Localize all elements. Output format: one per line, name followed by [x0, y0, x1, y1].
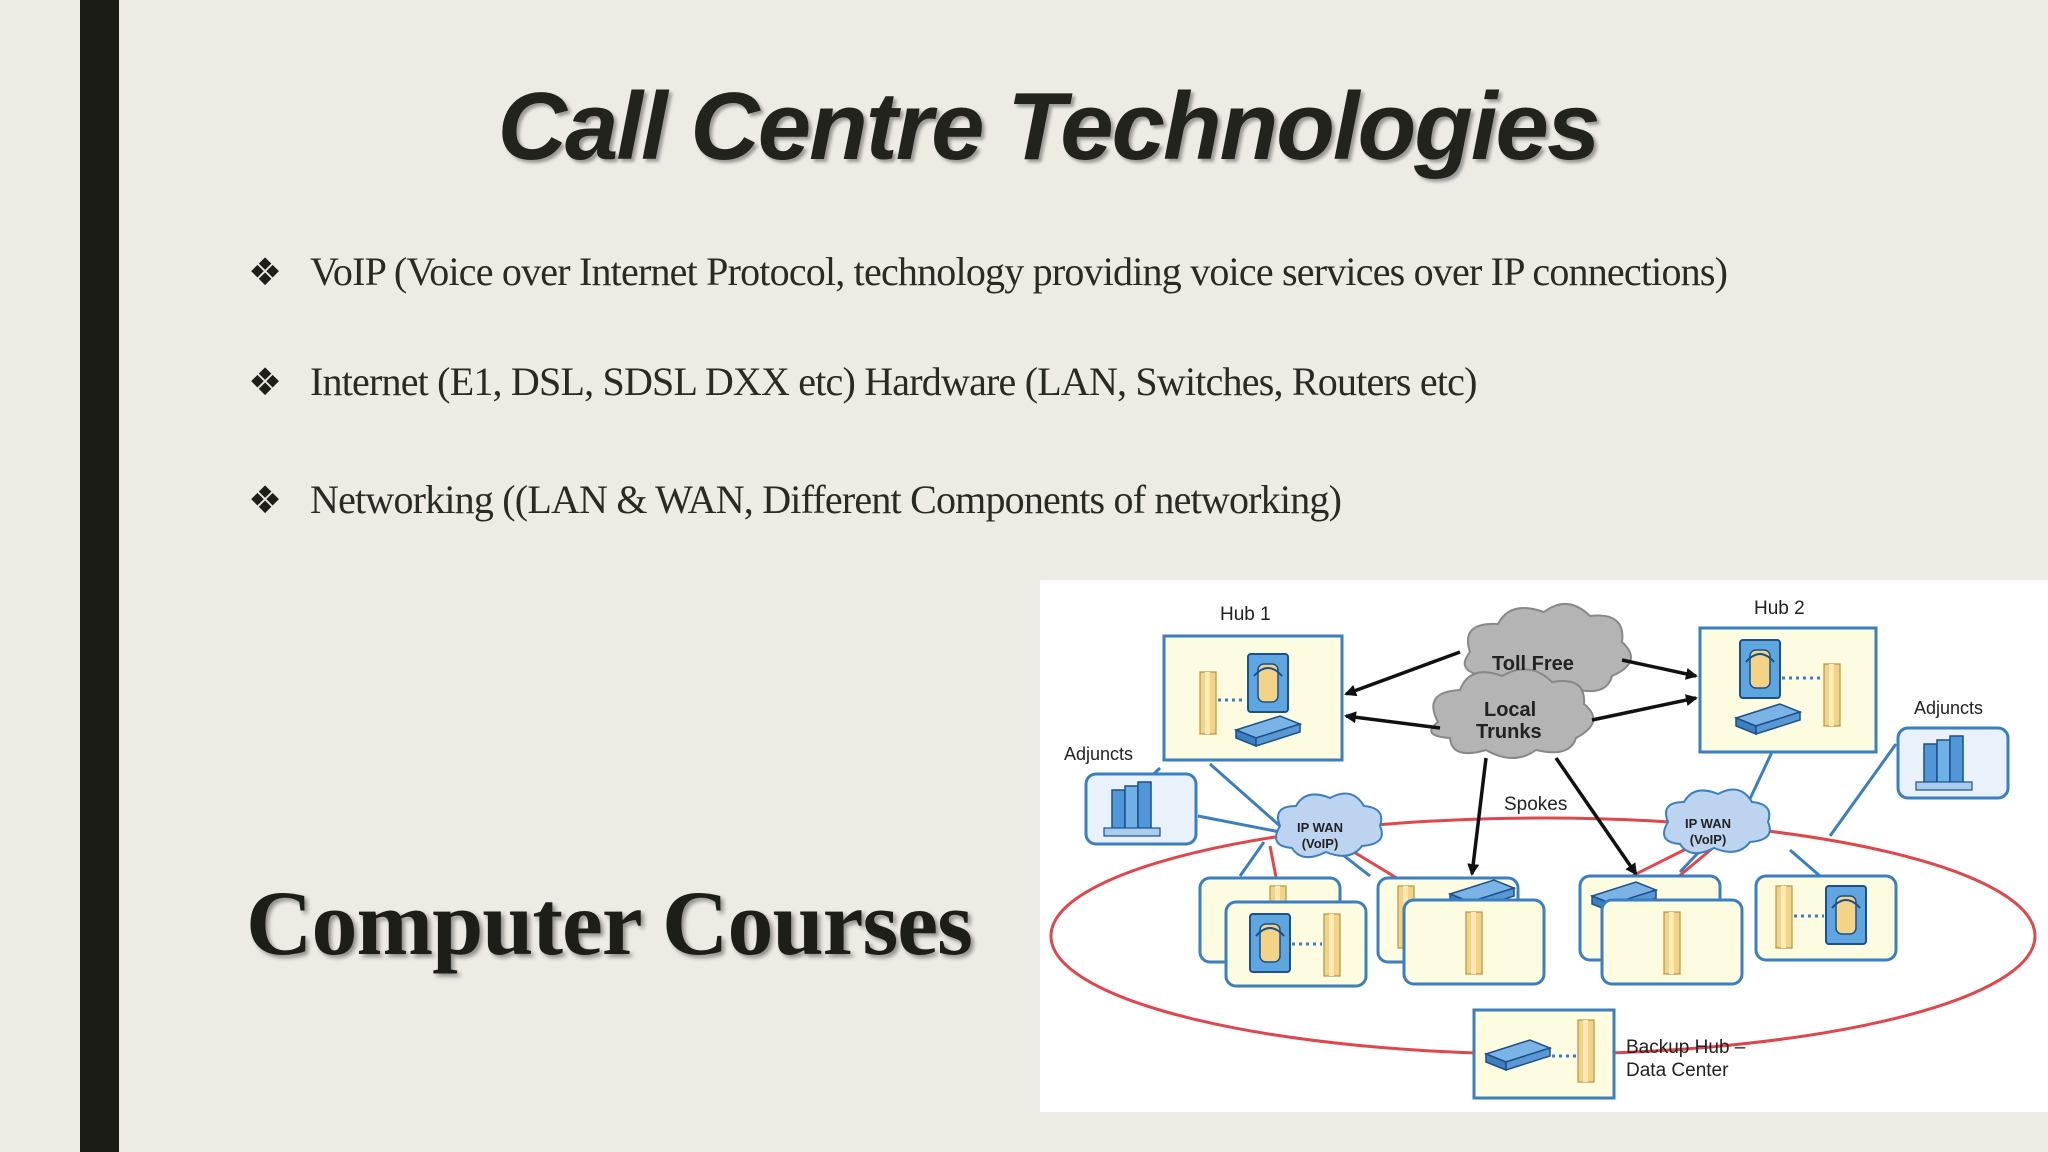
adjuncts-left-label: Adjuncts [1064, 744, 1133, 764]
left-accent-bar [80, 0, 119, 1152]
pbx-cabinet-icon [1249, 913, 1291, 973]
bullet-item: ❖ Networking ((LAN & WAN, Different Comp… [248, 476, 1342, 523]
bullet-item: ❖ VoIP (Voice over Internet Protocol, te… [248, 248, 1728, 295]
subtitle-computer-courses: Computer Courses [246, 872, 973, 974]
local-trunks-label-1: Local [1484, 699, 1536, 721]
backup-hub-label-2: Data Center [1626, 1060, 1729, 1081]
diamond-bullet-icon: ❖ [248, 249, 282, 294]
ip-wan-right-label-2: (VoIP) [1690, 832, 1727, 847]
hub1-label: Hub 1 [1220, 604, 1271, 625]
server-rack-icon [1915, 735, 1973, 791]
bullet-text: VoIP (Voice over Internet Protocol, tech… [310, 249, 1728, 294]
toll-free-label: Toll Free [1492, 653, 1574, 675]
diamond-bullet-icon: ❖ [248, 477, 282, 522]
hub2-label: Hub 2 [1754, 598, 1805, 619]
ip-wan-left-label-2: (VoIP) [1302, 836, 1339, 851]
adjuncts-right-label: Adjuncts [1914, 698, 1983, 718]
network-diagram: Hub 1 Hub 2 Adjuncts Adjuncts Toll Free … [1040, 580, 2048, 1112]
slide-title: Call Centre Technologies [497, 73, 1601, 180]
hub2-box [1698, 626, 1878, 754]
bullet-item: ❖ Internet (E1, DSL, SDSL DXX etc) Hardw… [248, 358, 1477, 405]
bullet-text: Networking ((LAN & WAN, Different Compon… [310, 477, 1342, 522]
diamond-bullet-icon: ❖ [248, 359, 282, 404]
spoke-site-box [1224, 900, 1368, 988]
ip-wan-right-label-1: IP WAN [1685, 816, 1731, 831]
ip-wan-right-cloud [1663, 788, 1771, 855]
server-rack-icon [1103, 781, 1161, 837]
pbx-cabinet-icon [1739, 639, 1781, 699]
pbx-cabinet-icon [1825, 885, 1867, 945]
local-trunks-label-2: Trunks [1476, 721, 1542, 743]
bullet-text: Internet (E1, DSL, SDSL DXX etc) Hardwar… [310, 359, 1477, 404]
pbx-cabinet-icon [1247, 653, 1289, 713]
ip-wan-left-cloud [1275, 792, 1383, 859]
spokes-label: Spokes [1504, 794, 1567, 815]
backup-hub-label-1: Backup Hub – [1626, 1037, 1746, 1058]
ip-wan-left-label-1: IP WAN [1297, 820, 1343, 835]
